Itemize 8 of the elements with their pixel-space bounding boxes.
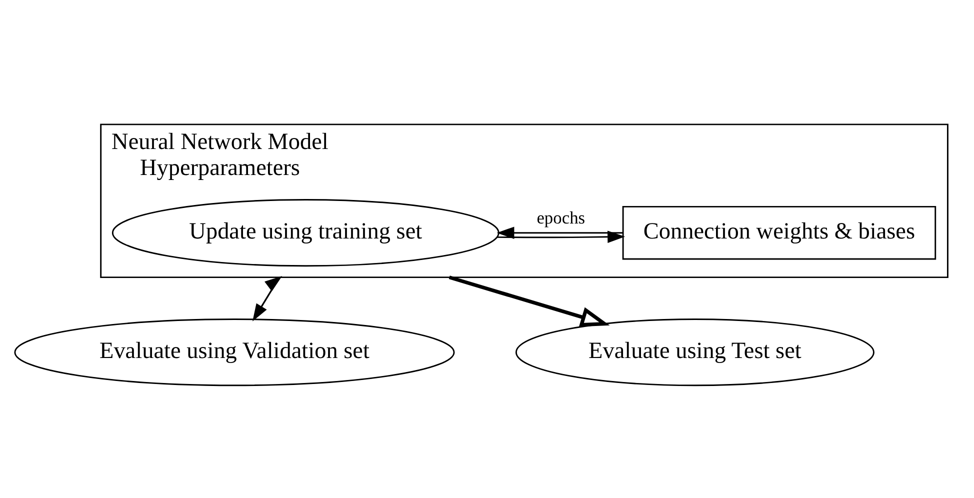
edge-label: epochs	[536, 208, 586, 228]
arrow	[496, 226, 623, 239]
node-ellipse: Update using training set	[112, 199, 500, 267]
arrow	[448, 276, 610, 327]
node-ellipse: Evaluate using Test set	[515, 318, 874, 386]
arrow	[497, 230, 626, 243]
node-box: Connection weights & biases	[622, 206, 936, 260]
node-ellipse: Evaluate using Validation set	[14, 318, 455, 386]
